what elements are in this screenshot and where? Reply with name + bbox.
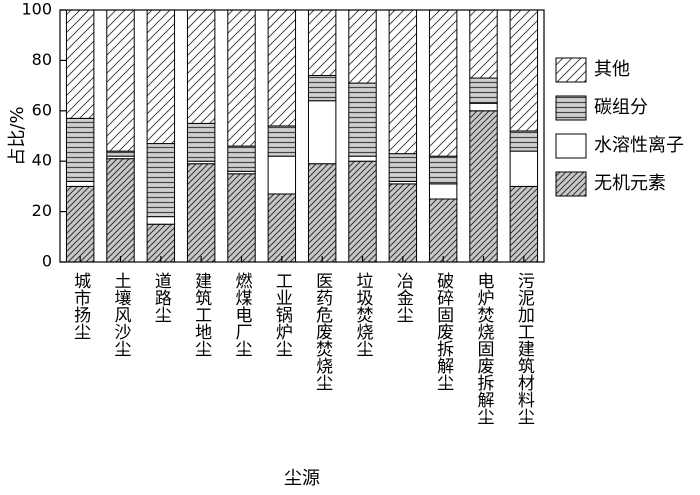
bar-segment-2 (267, 125, 297, 157)
legend-swatch (555, 133, 587, 159)
x-axis-title: 尘源 (284, 468, 320, 489)
bar-segment-3 (469, 9, 498, 79)
bar-segment-2 (509, 130, 539, 152)
legend-swatch (555, 171, 587, 197)
bar-segment-3 (348, 9, 377, 84)
bars-group (65, 9, 539, 263)
bar-segment-0 (428, 198, 458, 263)
bar-segment-1 (307, 100, 337, 165)
bar-segment-3 (106, 9, 135, 152)
bar-segment-0 (509, 185, 539, 263)
bar-segment-2 (307, 75, 337, 102)
bar-segment-2 (428, 155, 458, 185)
y-tick-label: 0 (42, 252, 52, 271)
y-tick-label: 60 (32, 100, 52, 119)
x-tick-label: 垃圾焚烧尘 (353, 272, 374, 357)
x-tick-label: 土壤风沙尘 (111, 272, 132, 357)
bar-segment-1 (509, 150, 539, 187)
legend-swatch (555, 57, 587, 83)
y-tick-label: 100 (21, 0, 52, 19)
bar-segment-2 (186, 122, 216, 162)
y-axis-title: 占比/% (7, 106, 28, 165)
bar-segment-2 (146, 143, 176, 218)
bar-segment-0 (267, 193, 297, 263)
bar-segment-3 (65, 9, 95, 119)
x-tick-label: 冶金尘 (393, 272, 414, 323)
bar-segment-1 (469, 102, 498, 112)
bar-segment-3 (146, 9, 176, 145)
plot-frame (59, 9, 545, 263)
x-tick-label: 电炉焚烧固废拆解尘 (474, 272, 495, 425)
legend-label: 其他 (594, 59, 630, 80)
bar-segment-0 (65, 185, 95, 263)
x-tick-label: 建筑工地尘 (191, 272, 212, 357)
bar-segment-1 (428, 183, 458, 200)
bar-segment-3 (428, 9, 458, 157)
x-tick-label: 破碎固废拆解尘 (433, 272, 454, 391)
y-tick-label: 80 (32, 50, 52, 69)
legend-label: 水溶性离子 (594, 135, 684, 156)
x-tick-label: 污泥加工建筑材料尘 (514, 272, 535, 425)
bar-segment-0 (348, 160, 377, 263)
x-tick-label: 城市扬尘 (70, 272, 91, 340)
legend-swatch (555, 95, 587, 121)
legend-label: 碳组分 (594, 97, 648, 118)
bar-segment-2 (106, 150, 135, 157)
bar-segment-2 (227, 145, 256, 172)
bar-segment-0 (106, 158, 135, 263)
x-tick-label: 燃煤电厂尘 (232, 272, 253, 357)
bar-segment-1 (267, 155, 297, 195)
bar-segment-2 (65, 117, 95, 182)
bar-segment-2 (469, 77, 498, 104)
bar-segment-0 (388, 183, 418, 263)
bar-segment-3 (186, 9, 216, 124)
x-tick-label: 医药危废焚烧尘 (312, 272, 333, 391)
bar-segment-3 (509, 9, 539, 132)
bar-segment-0 (227, 173, 256, 263)
bar-segment-3 (227, 9, 256, 147)
x-tick-label: 道路尘 (151, 272, 172, 323)
bar-segment-0 (307, 163, 337, 263)
plot-area: 0 20 40 60 80 100 城市扬尘土壤风沙尘道路尘建筑工地尘燃煤电厂尘工业锅炉尘… (21, 0, 545, 425)
legend-label: 无机元素 (594, 173, 666, 194)
y-tick-label: 40 (32, 151, 52, 170)
bar-segment-3 (267, 9, 297, 127)
y-tick-label: 20 (32, 201, 52, 220)
x-tick-label: 工业锅炉尘 (272, 272, 293, 357)
bar-segment-0 (186, 163, 216, 263)
y-axis: 0 20 40 60 80 100 (21, 0, 66, 271)
bar-segment-1 (65, 180, 95, 187)
bar-segment-2 (388, 153, 418, 182)
bar-segment-3 (388, 9, 418, 155)
bar-segment-1 (146, 216, 176, 225)
bar-segment-3 (307, 9, 337, 77)
bar-segment-1 (348, 155, 377, 162)
bar-segment-0 (469, 110, 498, 263)
x-axis: 城市扬尘土壤风沙尘道路尘建筑工地尘燃煤电厂尘工业锅炉尘医药危废焚烧尘垃圾焚烧尘冶… (70, 256, 534, 425)
bar-segment-2 (348, 82, 377, 157)
